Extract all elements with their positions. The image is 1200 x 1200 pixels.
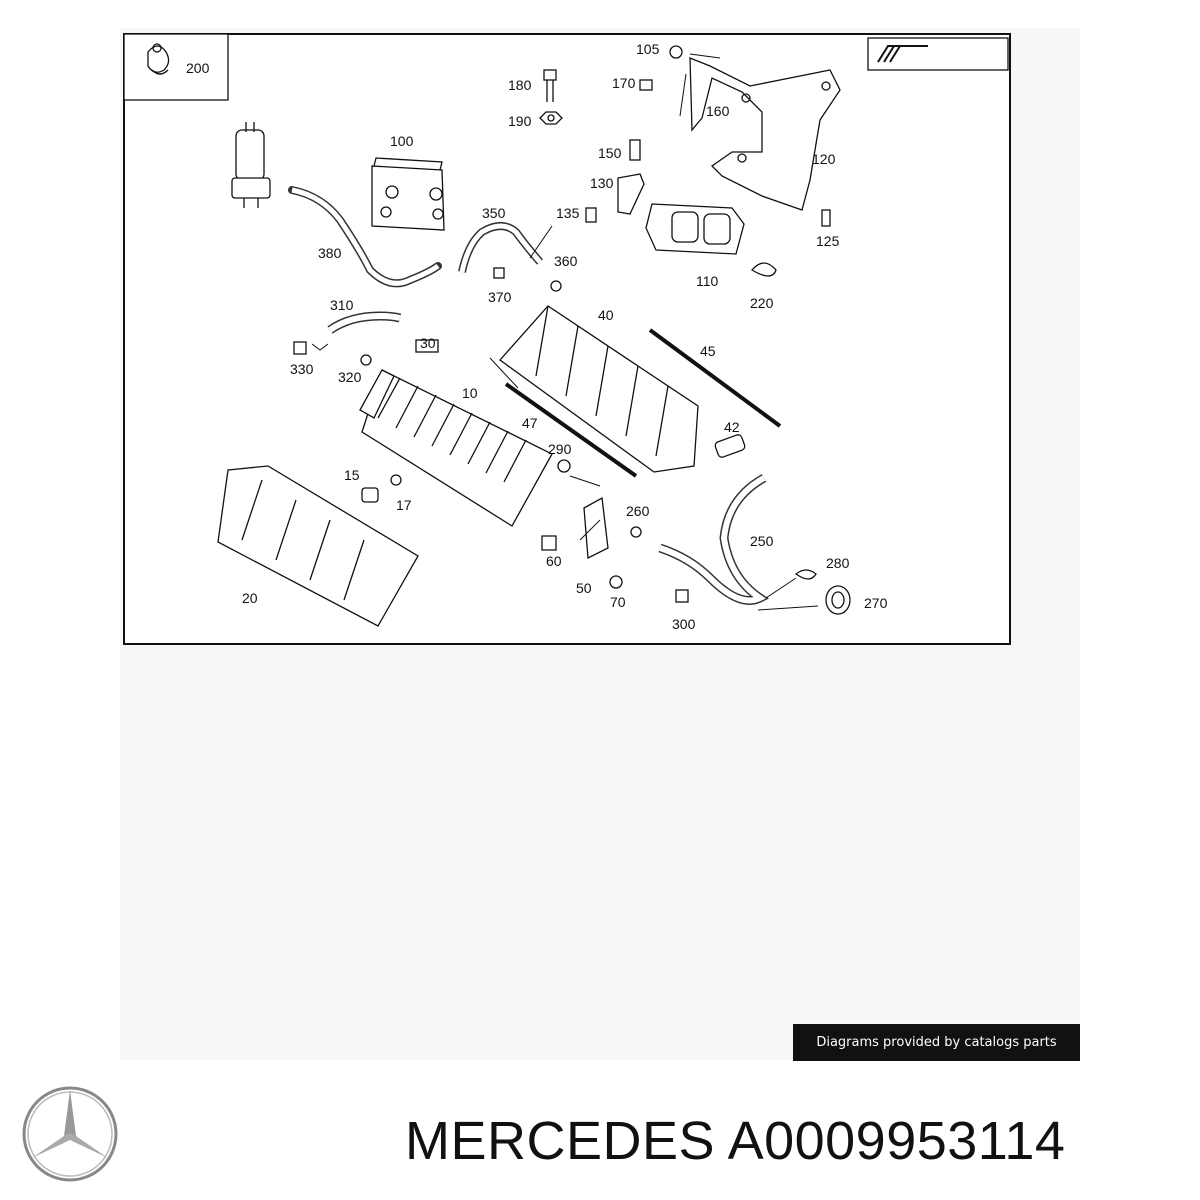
callout-47: 47 <box>522 415 538 431</box>
leader-lines <box>311 53 819 611</box>
callout-300: 300 <box>672 616 696 632</box>
oil-cooler-part <box>371 157 445 231</box>
callout-290: 290 <box>548 441 572 457</box>
mercedes-star-logo <box>22 1086 118 1182</box>
callout-190: 190 <box>508 113 532 129</box>
washer-320-part <box>360 354 372 366</box>
callout-310: 310 <box>330 297 354 313</box>
callout-120: 120 <box>812 151 836 167</box>
callout-60: 60 <box>546 553 562 569</box>
intercooler-part <box>359 369 553 527</box>
callout-180: 180 <box>508 77 532 93</box>
nut-290-part <box>557 459 571 473</box>
callout-170: 170 <box>612 75 636 91</box>
clip-135-part <box>585 207 597 223</box>
bracket-30-part <box>415 339 439 353</box>
callout-330: 330 <box>290 361 314 377</box>
page-title: MERCEDES A0009953114 <box>405 1111 1066 1171</box>
clamp-inset <box>123 33 229 101</box>
callout-45: 45 <box>700 343 716 359</box>
callout-40: 40 <box>598 307 614 323</box>
flange-110-part <box>645 203 745 255</box>
seal-strip-47-part <box>504 382 638 478</box>
callout-105: 105 <box>636 41 660 57</box>
callout-200: 200 <box>186 60 210 76</box>
callout-360: 360 <box>554 253 578 269</box>
bolt-330-part <box>293 341 307 355</box>
air-duct-40-part <box>499 305 699 473</box>
bolt-150-part <box>629 139 641 161</box>
nut-70-part <box>609 575 623 589</box>
pump-part <box>231 122 271 208</box>
bolt-300-part <box>675 589 689 603</box>
parts-diagram: 200 105 180 170 160 190 100 150 120 130 … <box>123 33 1009 632</box>
air-duct-20-part <box>217 465 419 627</box>
callout-150: 150 <box>598 145 622 161</box>
callout-labels: 200 105 180 170 160 190 100 150 120 130 … <box>186 41 888 632</box>
diagram-credit-banner: Diagrams provided by catalogs parts <box>793 1024 1080 1061</box>
nut-105-part <box>669 45 683 59</box>
amg-badge <box>867 37 1009 71</box>
washer-360-part <box>550 280 562 292</box>
bracket-120-part <box>689 57 841 211</box>
washer-260-part <box>630 526 642 538</box>
callout-130: 130 <box>590 175 614 191</box>
seal-strip-45-part <box>648 328 782 428</box>
callout-30: 30 <box>420 335 436 351</box>
bolt-180-part <box>543 69 557 102</box>
bracket-130-part <box>617 173 645 215</box>
callout-17: 17 <box>396 497 412 513</box>
callout-370: 370 <box>488 289 512 305</box>
callout-10: 10 <box>462 385 478 401</box>
callout-135: 135 <box>556 205 580 221</box>
callout-160: 160 <box>706 103 730 119</box>
clip-125-part <box>821 209 831 227</box>
callout-270: 270 <box>864 595 888 611</box>
clamp-220-part <box>751 262 777 277</box>
nut-190-part <box>539 111 563 125</box>
callout-320: 320 <box>338 369 362 385</box>
bracket-50-part <box>583 496 609 560</box>
callout-100: 100 <box>390 133 414 149</box>
callout-20: 20 <box>242 590 258 606</box>
bolt-170-part <box>639 79 653 91</box>
hose-42-part <box>714 434 746 458</box>
callout-15: 15 <box>344 467 360 483</box>
plug-15-part <box>361 487 379 503</box>
callout-220: 220 <box>750 295 774 311</box>
bolt-370-part <box>493 267 505 279</box>
callout-380: 380 <box>318 245 342 261</box>
callout-350: 350 <box>482 205 506 221</box>
callout-260: 260 <box>626 503 650 519</box>
ring-270-part <box>825 585 851 615</box>
callout-280: 280 <box>826 555 850 571</box>
callout-50: 50 <box>576 580 592 596</box>
clip-280-part <box>794 569 817 580</box>
callout-125: 125 <box>816 233 840 249</box>
callout-42: 42 <box>724 419 740 435</box>
callout-70: 70 <box>610 594 626 610</box>
washer-17-part <box>390 474 402 486</box>
callout-110: 110 <box>696 273 719 289</box>
callout-250: 250 <box>750 533 774 549</box>
plug-60-part <box>541 535 557 551</box>
